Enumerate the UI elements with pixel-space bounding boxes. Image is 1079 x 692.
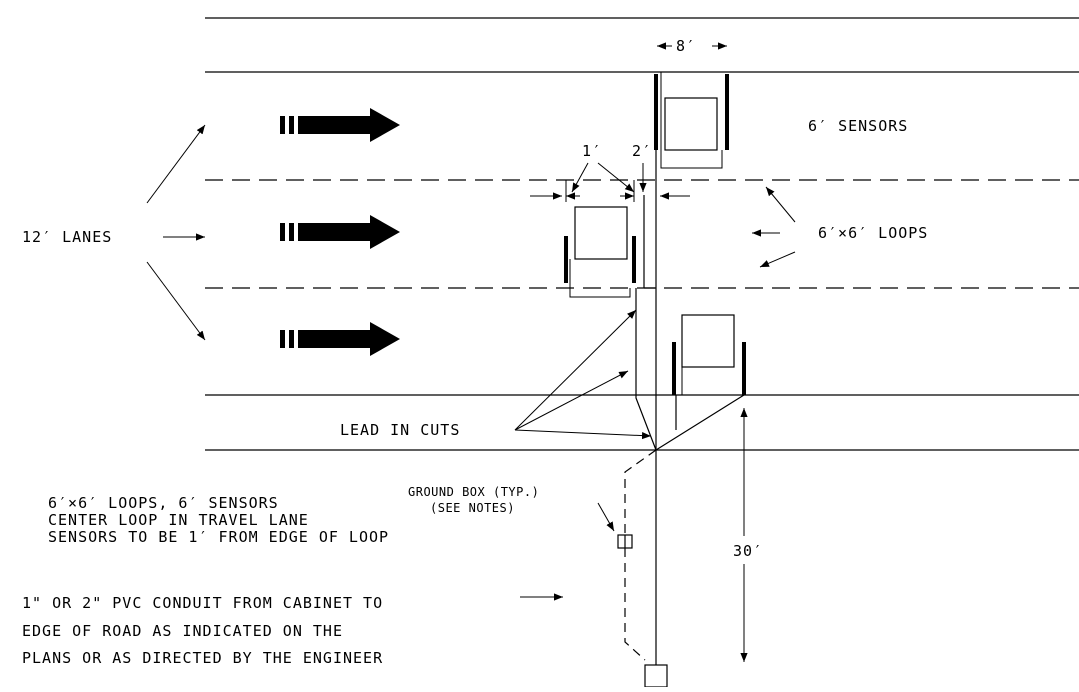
traffic-arrow-lane-1 [280,108,400,142]
traffic-arrow-lane-2 [280,215,400,249]
lead-in-cuts [635,150,745,451]
loop-lane-2 [564,206,636,298]
ground-box-label: GROUND BOX (TYP.) [408,485,539,499]
loop-lead-wire [660,71,723,169]
road-lines [205,17,1079,451]
svg-text:6′×6′ LOOPS, 6′ SENSORS: 6′×6′ LOOPS, 6′ SENSORS [48,494,279,512]
loop-lead-wire [569,259,631,298]
leader-arrows [146,42,796,662]
traffic-arrow-lane-3 [280,322,400,356]
svg-text:SENSORS TO BE 1′ FROM EDGE OF: SENSORS TO BE 1′ FROM EDGE OF LOOP [48,528,389,546]
conduit-route [617,449,668,688]
cabinet [644,664,668,688]
loops-label: 6′×6′ LOOPS [818,224,928,242]
svg-text:PLANS OR AS DIRECTED BY THE EN: PLANS OR AS DIRECTED BY THE ENGINEER [22,649,383,667]
loop-lane-3 [672,314,746,395]
see-notes-label: (SEE NOTES) [430,501,515,515]
svg-text:CENTER LOOP IN TRAVEL LANE: CENTER LOOP IN TRAVEL LANE [48,511,309,529]
svg-text:1" OR 2" PVC CONDUIT FROM CABI: 1" OR 2" PVC CONDUIT FROM CABINET TO [22,594,383,612]
lanes-label: 12′ LANES [22,228,112,246]
dim-30ft-label: 30′ [733,542,763,560]
loop-square [681,314,735,368]
loop-spec-note: 6′×6′ LOOPS, 6′ SENSORS CENTER LOOP IN T… [48,494,389,546]
loop-lane-1 [654,71,729,169]
sensors-label: 6′ SENSORS [808,117,908,135]
dim-1ft-label: 1′ [582,142,602,160]
conduit-spec-note: 1" OR 2" PVC CONDUIT FROM CABINET TO EDG… [22,594,383,667]
lead-in-cuts-label: LEAD IN CUTS [340,421,460,439]
dim-8ft-label: 8′ [676,37,696,55]
loop-square [664,97,718,151]
svg-text:EDGE OF ROAD AS INDICATED ON T: EDGE OF ROAD AS INDICATED ON THE [22,622,343,640]
dim-2ft-label: 2′ [632,142,652,160]
loop-square [574,206,628,260]
